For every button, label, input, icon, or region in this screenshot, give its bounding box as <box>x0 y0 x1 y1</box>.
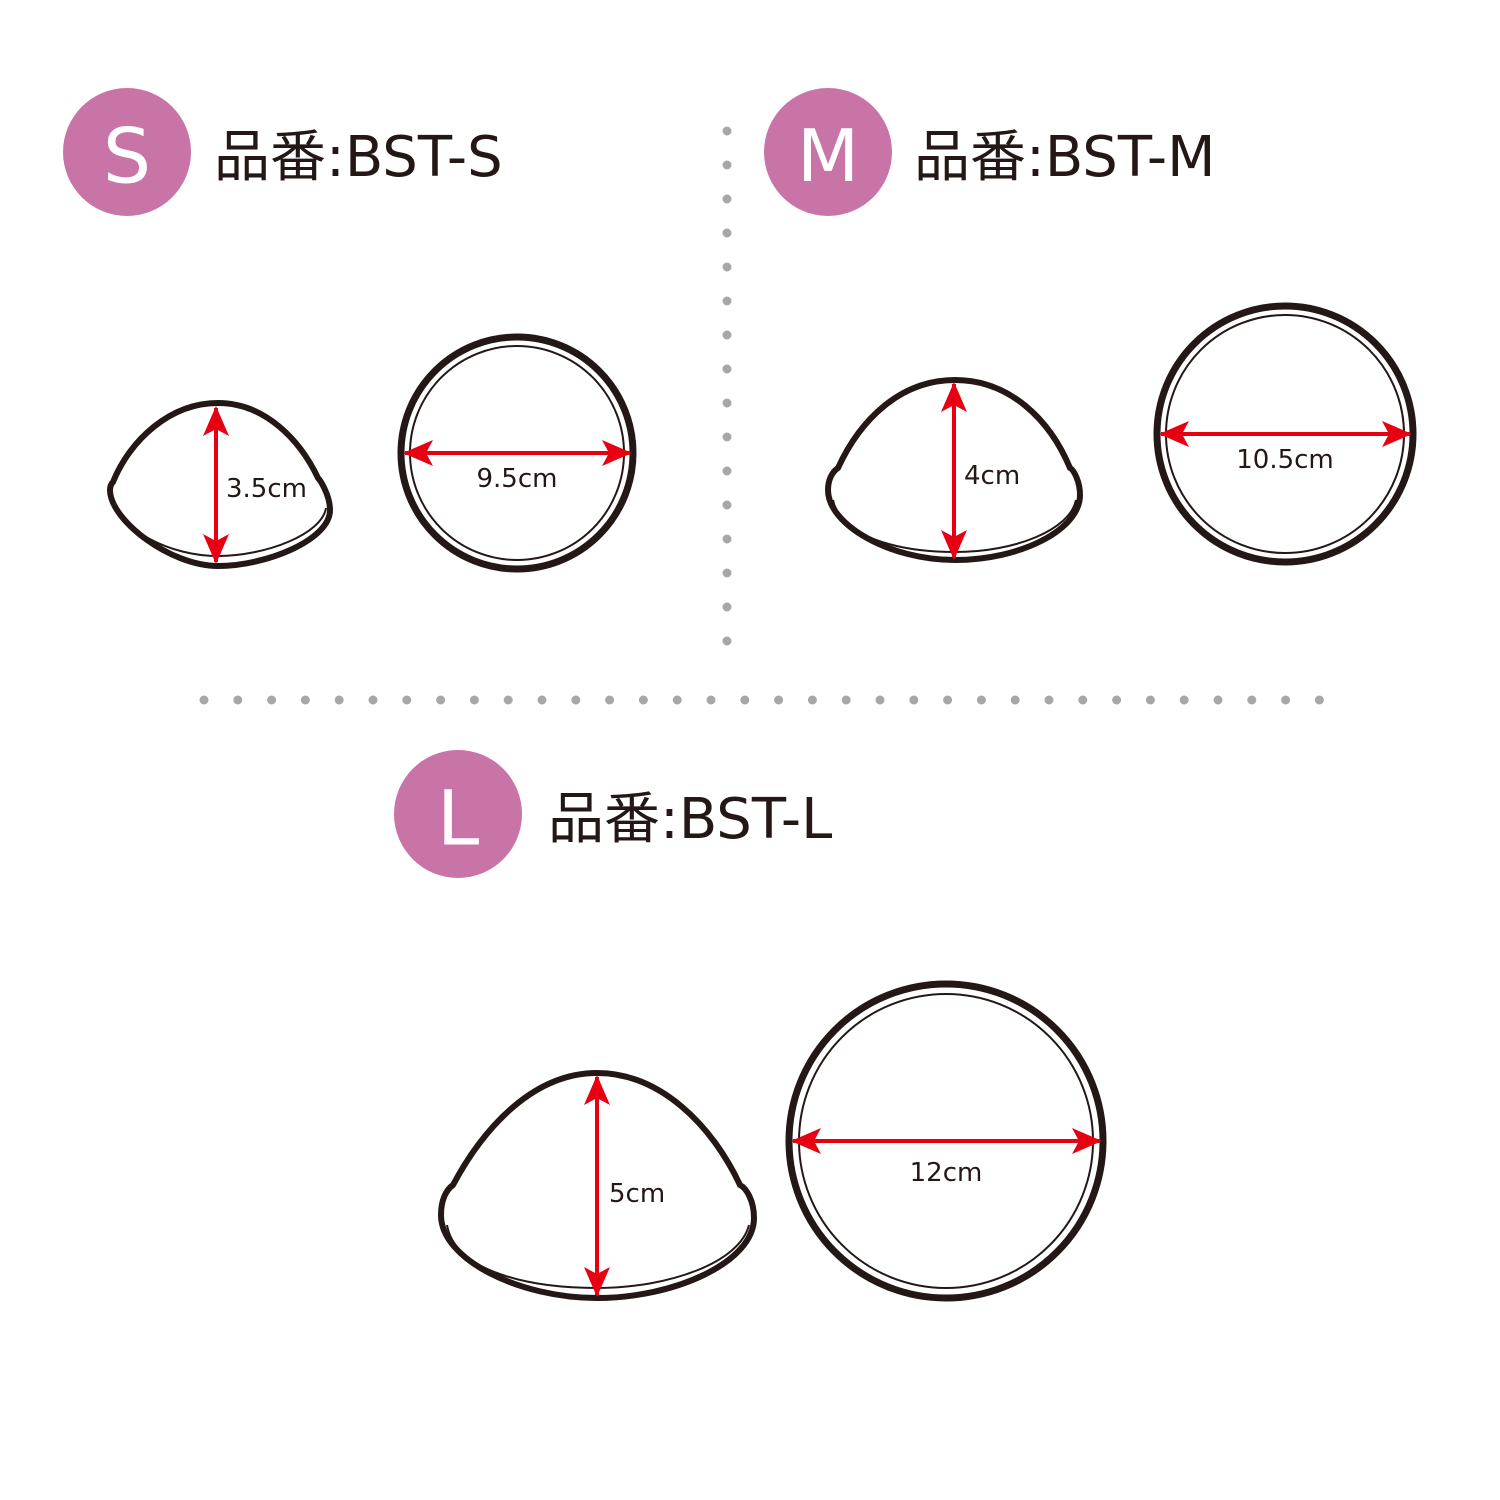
divider-dot <box>537 695 547 705</box>
divider-dot <box>605 695 615 705</box>
divider-dot <box>1010 695 1020 705</box>
divider-dot <box>1112 695 1122 705</box>
size-m-side-view: 4cm <box>824 376 1084 564</box>
divider-dot <box>722 500 732 510</box>
size-s-badge <box>63 88 191 216</box>
divider-dot <box>1179 695 1189 705</box>
size-s-section: S 品番:BST-S 3.5cm 9.5cm <box>63 88 637 573</box>
size-m-badge <box>764 88 892 216</box>
divider-dot <box>722 194 732 204</box>
divider-dot <box>706 695 716 705</box>
divider-dot <box>1281 695 1291 705</box>
size-l-top-view: 12cm <box>785 980 1107 1302</box>
divider-dot <box>638 695 648 705</box>
divider-dot <box>875 695 885 705</box>
size-l-side-view: 5cm <box>437 1069 758 1302</box>
divider-dot <box>722 466 732 476</box>
divider-dot <box>436 695 446 705</box>
divider-dot <box>334 695 344 705</box>
vertical-divider <box>722 126 732 646</box>
divider-dot <box>774 695 784 705</box>
divider-dot <box>740 695 750 705</box>
horizontal-divider <box>199 695 1324 705</box>
divider-dot <box>267 695 277 705</box>
size-l-section: L 品番:BST-L 5cm 12cm <box>394 750 1107 1302</box>
divider-dot <box>469 695 479 705</box>
size-s-top-view: 9.5cm <box>397 333 637 573</box>
divider-dot <box>672 695 682 705</box>
divider-dot <box>976 695 986 705</box>
divider-dot <box>841 695 851 705</box>
divider-dot <box>300 695 310 705</box>
divider-dot <box>1078 695 1088 705</box>
size-s-height-label: 3.5cm <box>226 474 307 504</box>
divider-dot <box>722 160 732 170</box>
divider-dot <box>722 364 732 374</box>
divider-dot <box>722 636 732 646</box>
divider-dot <box>722 228 732 238</box>
size-m-section: M 品番:BST-M 4cm 10.5cm <box>764 88 1417 566</box>
size-l-height-label: 5cm <box>609 1179 665 1209</box>
divider-dot <box>199 695 209 705</box>
divider-dot <box>1314 695 1324 705</box>
divider-dot <box>571 695 581 705</box>
size-m-diameter-label: 10.5cm <box>1236 445 1334 475</box>
size-l-diameter-label: 12cm <box>910 1158 983 1188</box>
divider-dot <box>1145 695 1155 705</box>
divider-dot <box>722 330 732 340</box>
size-m-badge-letter: M <box>797 114 859 198</box>
size-s-product-code: 品番:BST-S <box>214 125 503 190</box>
size-s-diameter-label: 9.5cm <box>477 464 558 494</box>
divider-dot <box>1247 695 1257 705</box>
divider-dot <box>722 602 732 612</box>
divider-dot <box>1213 695 1223 705</box>
divider-dot <box>807 695 817 705</box>
divider-dot <box>722 534 732 544</box>
size-s-badge-letter: S <box>103 112 151 201</box>
size-m-product-code: 品番:BST-M <box>914 125 1215 190</box>
divider-dot <box>722 262 732 272</box>
divider-dot <box>722 296 732 306</box>
size-l-badge-letter: L <box>437 774 479 863</box>
divider-dot <box>402 695 412 705</box>
size-m-height-label: 4cm <box>964 461 1020 491</box>
size-s-side-view: 3.5cm <box>106 399 334 570</box>
divider-dot <box>503 695 513 705</box>
divider-dot <box>722 432 732 442</box>
divider-dot <box>368 695 378 705</box>
divider-dot <box>722 398 732 408</box>
divider-dot <box>1044 695 1054 705</box>
size-m-top-view: 10.5cm <box>1153 302 1417 566</box>
divider-dot <box>909 695 919 705</box>
divider-dot <box>943 695 953 705</box>
size-l-badge <box>394 750 522 878</box>
size-l-product-code: 品番:BST-L <box>548 787 832 852</box>
divider-dot <box>722 568 732 578</box>
divider-dot <box>233 695 243 705</box>
divider-dot <box>722 126 732 136</box>
